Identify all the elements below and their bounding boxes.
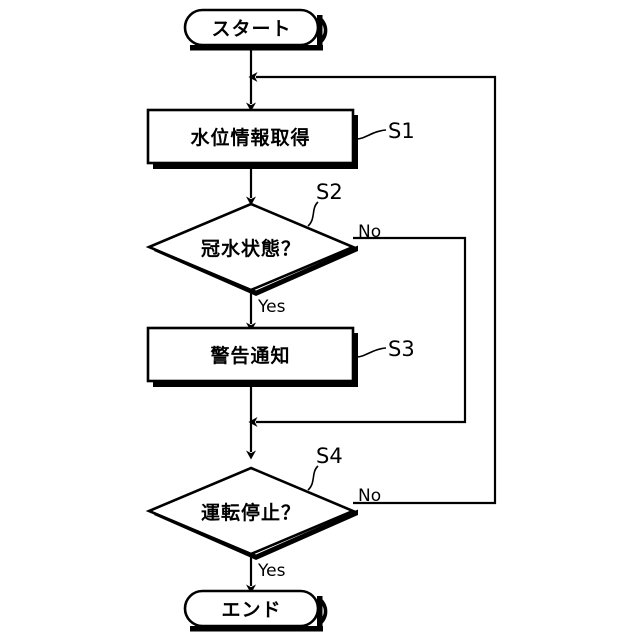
edge-label-s4-no: No	[358, 486, 382, 506]
connector-lines	[246, 45, 497, 594]
shape-outlines	[145, 8, 357, 628]
s4-decision-shape	[145, 466, 357, 556]
s3-leader-line	[355, 347, 387, 358]
step-label-s2: S2	[316, 180, 343, 204]
start-terminal-shape	[183, 8, 320, 47]
s2-decision-shape	[145, 202, 357, 292]
s2-leader-line	[307, 201, 319, 227]
step-label-s3: S3	[388, 337, 415, 361]
s3-process-shape	[146, 326, 355, 383]
edge-s4-no-loop	[248, 72, 497, 505]
end-terminal-shape	[183, 589, 320, 628]
s1-leader-line	[355, 129, 387, 140]
edge-label-s4-yes: Yes	[258, 561, 286, 581]
step-leader-lines	[307, 129, 387, 491]
s1-process-shape	[146, 108, 355, 165]
step-label-s1: S1	[388, 119, 415, 143]
edge-s2-no-loop	[248, 236, 467, 427]
step-label-s4: S4	[316, 444, 343, 468]
edge-label-s2-no: No	[358, 222, 382, 242]
edge-label-s2-yes: Yes	[258, 297, 286, 317]
s4-leader-line	[307, 465, 319, 491]
